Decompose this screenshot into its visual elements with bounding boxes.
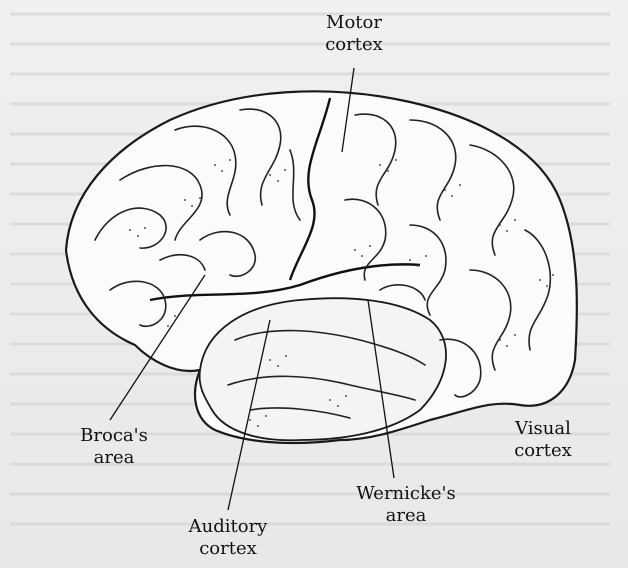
wernicke-area-label: Wernicke's area [350,483,462,527]
auditory-cortex-label: Auditory cortex [180,516,276,560]
motor-cortex-label: Motor cortex [312,12,396,56]
visual-cortex-label: Visual cortex [506,418,580,462]
broca-area-label: Broca's area [74,425,154,469]
